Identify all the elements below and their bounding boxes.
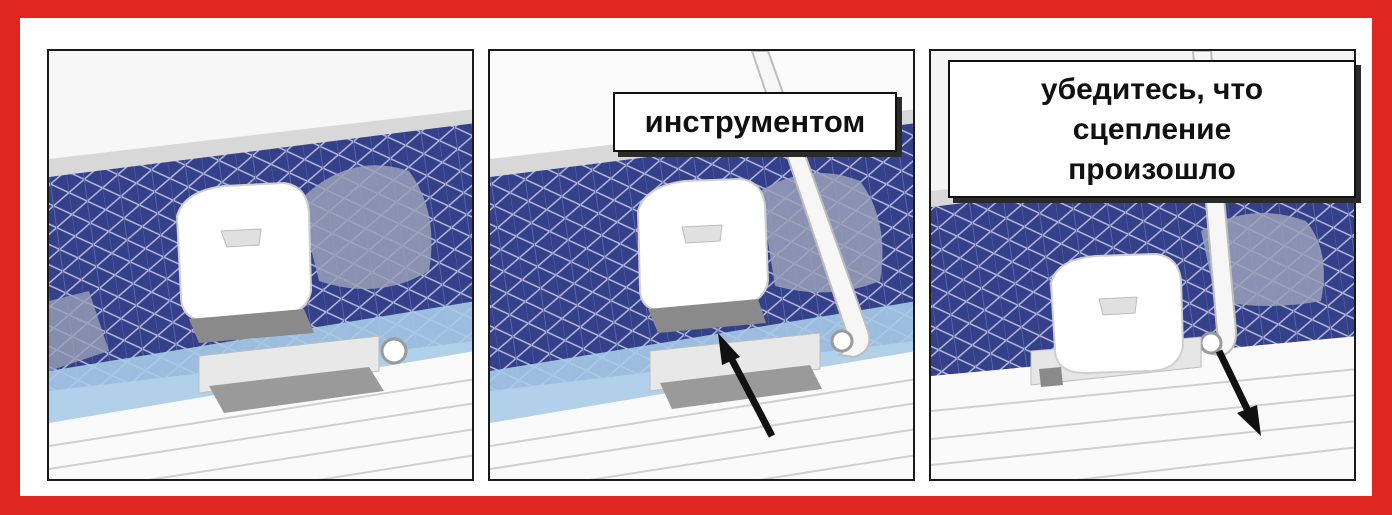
callout-line-3: произошло [950, 150, 1354, 190]
callout-line-1: убедитесь, что [950, 70, 1354, 110]
callout-instrument: инструментом [613, 92, 897, 152]
panel-1-illustration [47, 49, 474, 481]
pool-edge-scene-1 [49, 51, 474, 481]
callout-line-2: сцепление [950, 110, 1354, 150]
callout-instrument-text: инструментом [645, 104, 866, 139]
callout-verify-engaged: убедитесь, что сцепление произошло [948, 60, 1356, 198]
